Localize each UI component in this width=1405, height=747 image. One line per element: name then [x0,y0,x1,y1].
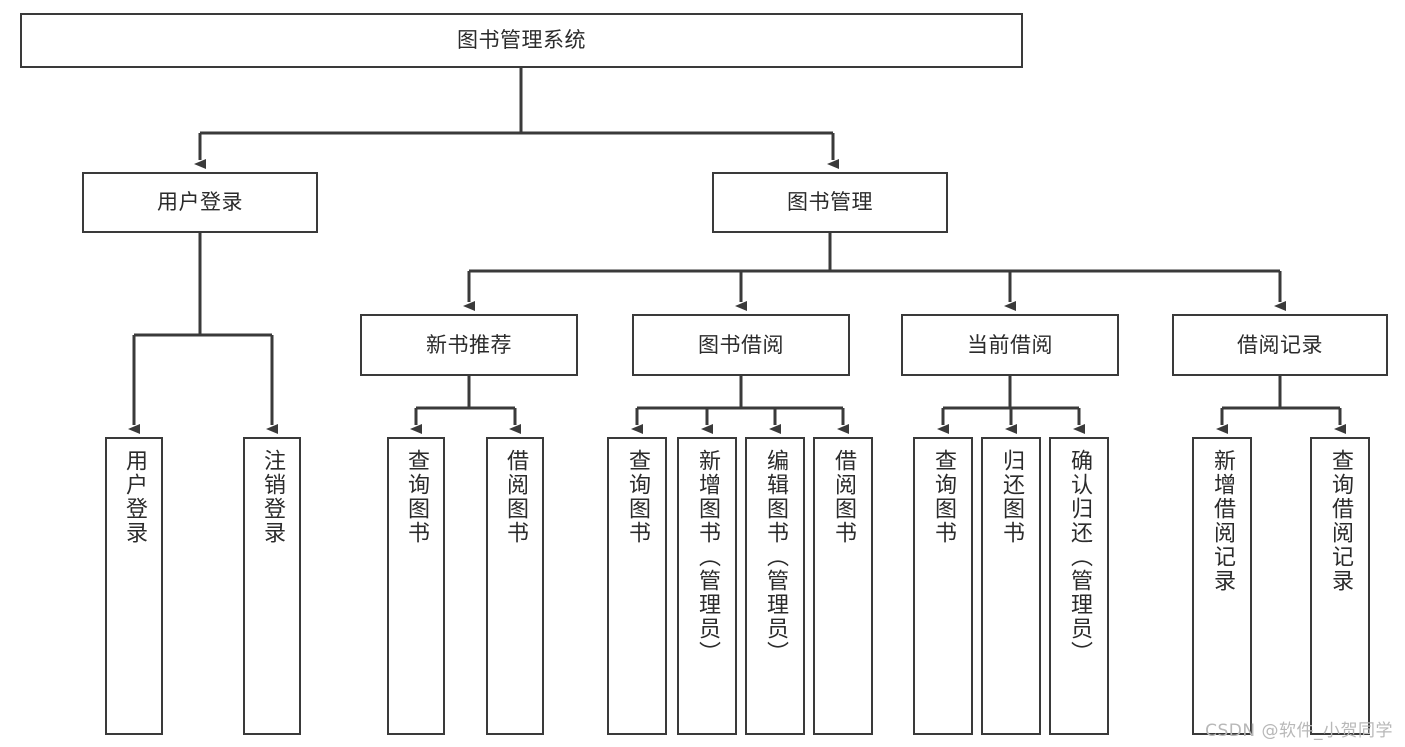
node-label: 用户登录 [121,449,147,545]
node-label: 新增借阅记录 [1209,449,1235,593]
node-label: 新书推荐 [426,332,512,357]
node-leaf-query-book-borrow[interactable]: 查询图书 [607,437,667,735]
node-leaf-borrow-book-recommend[interactable]: 借阅图书 [486,437,544,735]
node-leaf-logout[interactable]: 注销登录 [243,437,301,735]
watermark-credit: CSDN @软件_小贺同学 [1205,721,1393,741]
node-label: 查询借阅记录 [1327,449,1353,593]
node-label: 图书借阅 [698,332,784,357]
node-label: 注销登录 [259,449,285,545]
node-label: 借阅图书 [502,449,528,545]
node-leaf-borrow-book[interactable]: 借阅图书 [813,437,873,735]
node-label: 编辑图书（管理员） [762,449,788,665]
node-leaf-add-borrow-record[interactable]: 新增借阅记录 [1192,437,1252,735]
node-new-book-recommend[interactable]: 新书推荐 [360,314,578,376]
node-leaf-user-login[interactable]: 用户登录 [105,437,163,735]
node-label: 确认归还（管理员） [1066,449,1092,665]
node-leaf-edit-book-admin[interactable]: 编辑图书（管理员） [745,437,805,735]
node-label: 查询图书 [624,449,650,545]
node-label: 图书管理系统 [457,28,586,53]
node-label: 用户登录 [157,190,243,215]
node-label: 借阅记录 [1237,332,1323,357]
node-label: 新增图书（管理员） [694,449,720,665]
node-current-borrow[interactable]: 当前借阅 [901,314,1119,376]
node-leaf-query-borrow-record[interactable]: 查询借阅记录 [1310,437,1370,735]
node-leaf-query-book-current[interactable]: 查询图书 [913,437,973,735]
node-leaf-return-book[interactable]: 归还图书 [981,437,1041,735]
node-label: 查询图书 [403,449,429,545]
node-book-manage[interactable]: 图书管理 [712,172,948,233]
node-user-login[interactable]: 用户登录 [82,172,318,233]
node-leaf-add-book-admin[interactable]: 新增图书（管理员） [677,437,737,735]
node-label: 当前借阅 [967,332,1053,357]
node-leaf-query-book-recommend[interactable]: 查询图书 [387,437,445,735]
node-book-borrow[interactable]: 图书借阅 [632,314,850,376]
node-label: 图书管理 [787,190,873,215]
node-leaf-confirm-return-admin[interactable]: 确认归还（管理员） [1049,437,1109,735]
node-label: 借阅图书 [830,449,856,545]
node-label: 归还图书 [998,449,1024,545]
node-root-system[interactable]: 图书管理系统 [20,13,1023,68]
node-borrow-record[interactable]: 借阅记录 [1172,314,1388,376]
node-label: 查询图书 [930,449,956,545]
